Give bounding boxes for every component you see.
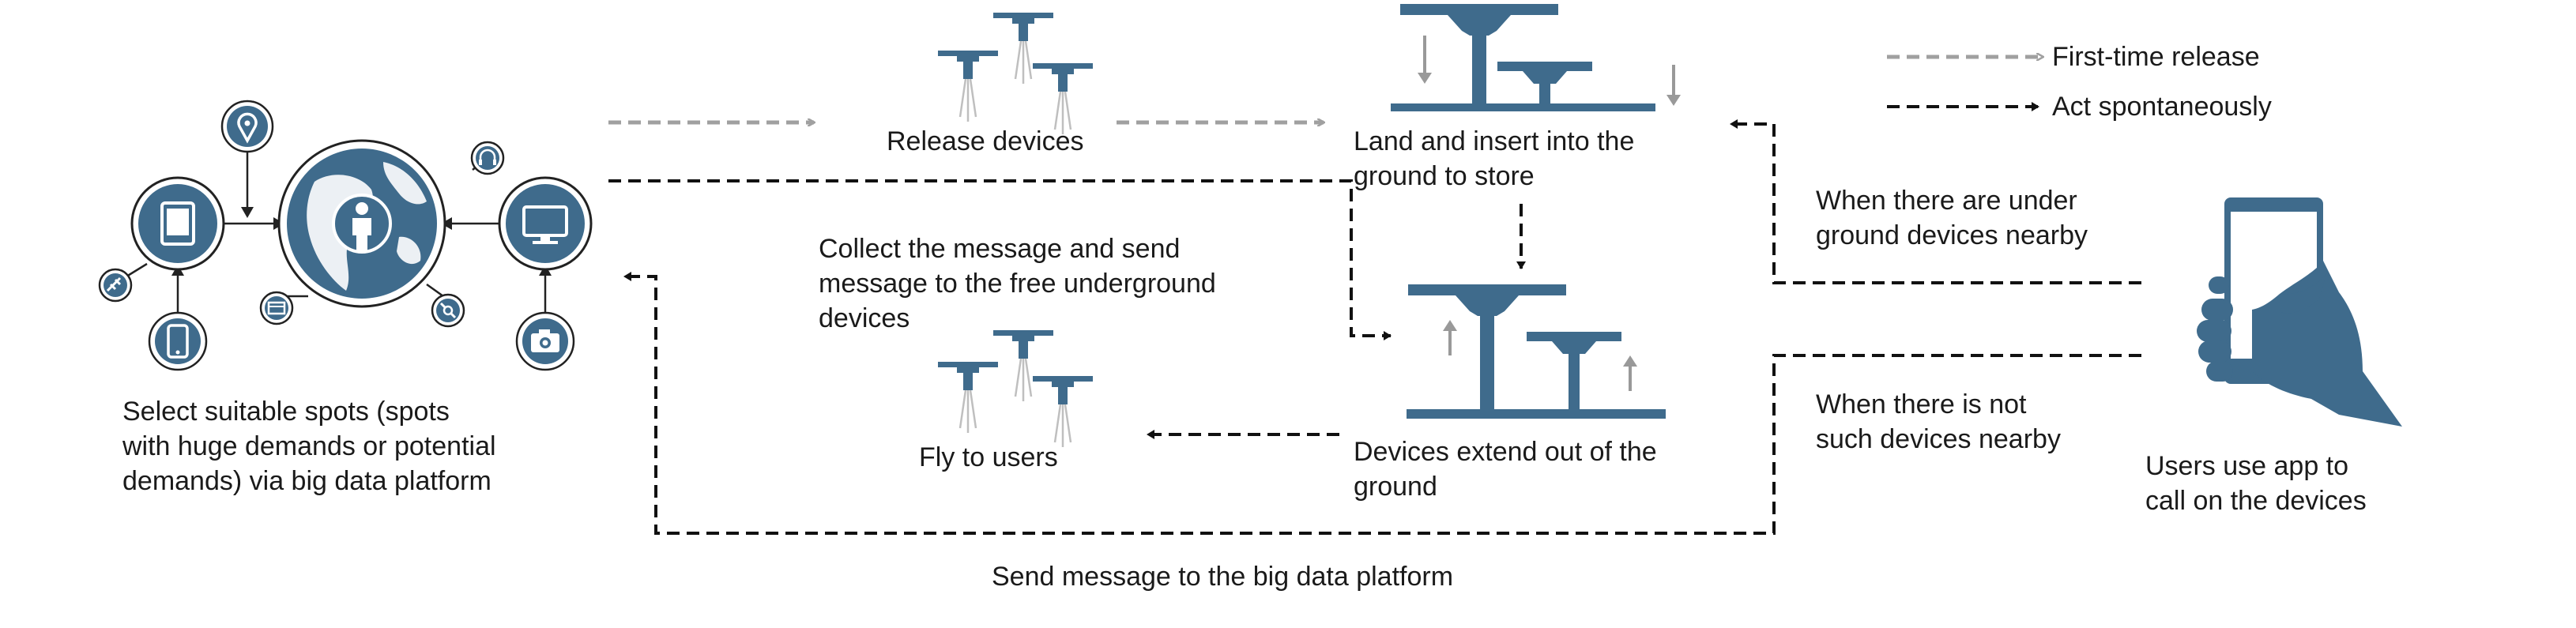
card-icon — [259, 291, 294, 325]
when-not-label: When there is not such devices nearby — [1816, 387, 2061, 457]
ground-device-icon — [1408, 284, 1566, 295]
ground-surface — [1407, 409, 1666, 419]
when-not-line-1: When there is not — [1816, 389, 2027, 419]
hand-phone-icon — [2197, 197, 2402, 427]
ground-device-icon — [1497, 62, 1592, 71]
land-insert-label: Land and insert into the ground to store — [1354, 124, 1634, 194]
drone-icon — [1031, 374, 1094, 449]
globe-person-icon — [277, 139, 446, 308]
collect-message-label: Collect the message and send message to … — [819, 231, 1216, 336]
when-under-line-2: ground devices nearby — [1816, 220, 2088, 250]
legend-act-spontaneously-label: Act spontaneously — [2052, 92, 2272, 122]
big-data-platform-cluster — [98, 100, 593, 371]
release-devices-label: Release devices — [887, 126, 1084, 156]
select-spots-label: Select suitable spots (spots with huge d… — [122, 394, 496, 498]
when-under-line-1: When there are under — [1816, 186, 2077, 216]
camera-icon — [515, 311, 575, 371]
legend — [1887, 57, 2043, 111]
collect-message-line-3: devices — [819, 303, 910, 333]
tablet-icon — [130, 176, 225, 271]
arrow-user-to-platform — [623, 272, 2141, 535]
satellite-icon-2 — [431, 293, 465, 328]
select-spots-line-1: Select suitable spots (spots — [122, 397, 450, 427]
when-under-label: When there are under ground devices near… — [1816, 183, 2088, 253]
satellite-icon — [98, 268, 133, 303]
arrow-user-to-store — [1730, 119, 2141, 284]
drone-icon — [992, 329, 1055, 403]
send-message-label: Send message to the big data platform — [992, 562, 1454, 592]
select-spots-line-3: demands) via big data platform — [122, 466, 491, 496]
ground-device-icon — [1527, 332, 1621, 341]
ground-device-icon — [1400, 4, 1558, 15]
up-arrow-icon — [1443, 320, 1457, 331]
headphones-icon — [470, 141, 505, 175]
users-app-line-2: call on the devices — [2145, 486, 2367, 516]
drone-icon — [992, 11, 1055, 85]
users-app-label: Users use app to call on the devices — [2145, 449, 2367, 518]
arrow-spontaneous-to-extend — [608, 179, 1392, 340]
users-app-line-1: Users use app to — [2145, 451, 2349, 481]
select-spots-line-2: with huge demands or potential — [122, 431, 496, 461]
land-insert-line-2: ground to store — [1354, 161, 1535, 191]
drone-group-release — [936, 11, 1094, 136]
ground-devices-store — [1391, 4, 1681, 111]
flow-arrows — [608, 119, 2141, 535]
when-not-line-2: such devices nearby — [1816, 424, 2061, 454]
devices-extend-line-2: ground — [1354, 472, 1437, 502]
drone-group-fly — [936, 329, 1094, 449]
fly-to-users-label: Fly to users — [919, 442, 1058, 472]
drone-icon — [936, 360, 1000, 434]
drone-icon — [936, 49, 1000, 123]
devices-extend-line-1: Devices extend out of the — [1354, 437, 1657, 467]
collect-message-line-1: Collect the message and send — [819, 234, 1181, 264]
up-arrow-icon — [1623, 355, 1637, 367]
monitor-icon — [498, 176, 593, 271]
land-insert-line-1: Land and insert into the — [1354, 126, 1635, 156]
collect-message-line-2: message to the free underground — [819, 269, 1216, 299]
devices-extend-label: Devices extend out of the ground — [1354, 434, 1657, 504]
legend-first-release-label: First-time release — [2052, 42, 2260, 72]
ground-surface — [1391, 103, 1655, 111]
ground-devices-extend — [1407, 284, 1666, 419]
smartphone-icon — [148, 311, 208, 371]
location-pin-icon — [220, 100, 274, 153]
